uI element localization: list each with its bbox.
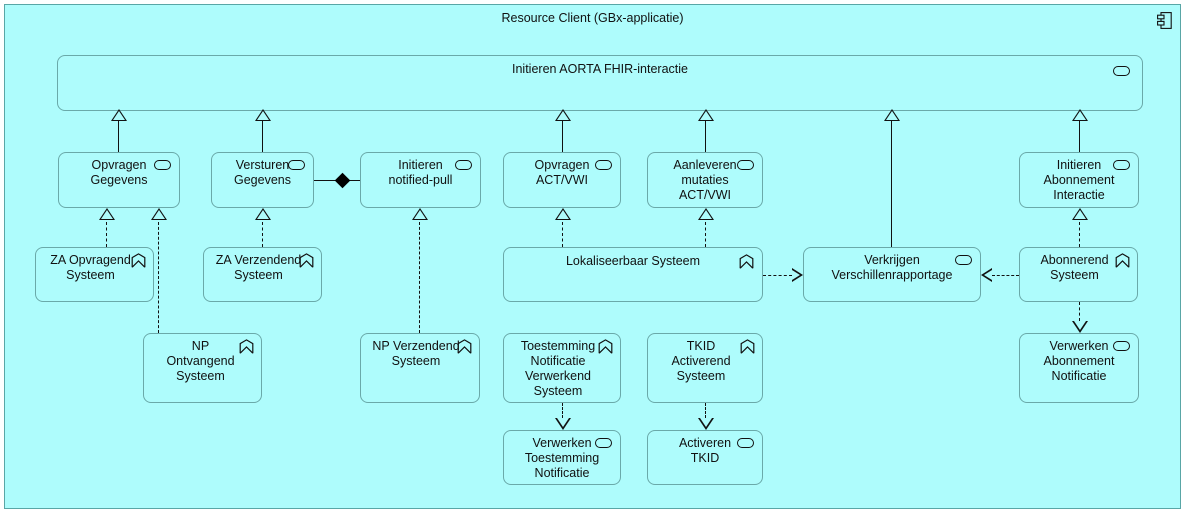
node-label: Opvragen ACT/VWI (534, 158, 590, 187)
role-np-ontvangend-systeem[interactable]: NP Ontvangend Systeem (143, 333, 262, 403)
page-title: Resource Client (GBx-applicatie) (501, 11, 684, 25)
application-service-icon (154, 160, 171, 170)
connector-versturen-gegevens-to-top (262, 120, 264, 152)
connector-opvragen-act-vwi-to-top (562, 120, 564, 152)
service-versturen-gegevens[interactable]: Versturen Gegevens (211, 152, 314, 208)
arrowhead-hollow-triangle-up (698, 109, 714, 121)
connector-abonnerend-to-initieren-abonnement (1079, 222, 1080, 247)
arrowhead-hollow-triangle-up (151, 208, 167, 220)
application-service-icon (288, 160, 305, 170)
service-verwerken-abonnement-notificatie[interactable]: Verwerken Abonnement Notificatie (1019, 333, 1139, 403)
application-service-icon (595, 160, 612, 170)
connector-initieren-abonnement-to-top (1079, 120, 1081, 152)
node-label: Activeren TKID (678, 436, 732, 465)
node-label: Aanleveren mutaties ACT/VWI (673, 158, 737, 202)
role-lokaliseerbaar-systeem[interactable]: Lokaliseerbaar Systeem (503, 247, 763, 302)
service-initieren-abonnement-interactie[interactable]: Initieren Abonnement Interactie (1019, 152, 1139, 208)
application-component-icon (1157, 12, 1172, 29)
node-label: NP Ontvangend Systeem (166, 339, 235, 383)
arrowhead-hollow-triangle-up (555, 109, 571, 121)
service-initieren-notified-pull[interactable]: Initieren notified-pull (360, 152, 481, 208)
connector-opvragen-gegevens-to-top (118, 120, 120, 152)
node-label: Verwerken Abonnement Notificatie (1043, 339, 1115, 383)
connector-np-verzendend-to-notified-pull (419, 222, 420, 333)
connector-lokaliseerbaar-to-verkrijgen (763, 275, 792, 276)
connector-za-opvragend-to-opvragen-gegevens (106, 222, 107, 247)
role-tkid-activerend-systeem[interactable]: TKID Activerend Systeem (647, 333, 763, 403)
connector-verkrijgen-verschillenrapportage-to-top (891, 120, 893, 247)
node-label: TKID Activerend Systeem (671, 339, 731, 383)
node-label: ZA Opvragend Systeem (50, 253, 131, 282)
application-service-icon (737, 160, 754, 170)
node-label: Lokaliseerbaar Systeem (565, 254, 701, 268)
connector-abonnerend-to-verwerken-abonnement (1079, 302, 1080, 321)
application-function-icon (1115, 253, 1130, 268)
connector-abonnerend-to-verkrijgen (992, 275, 1019, 276)
arrowhead-hollow-triangle-up (1072, 208, 1088, 220)
service-aanleveren-mutaties-act-vwi[interactable]: Aanleveren mutaties ACT/VWI (647, 152, 763, 208)
application-service-icon (595, 438, 612, 448)
node-label: Initieren notified-pull (388, 158, 453, 187)
role-toestemming-notificatie-verwerkend-systeem[interactable]: Toestemming Notificatie Verwerkend Syste… (503, 333, 621, 403)
service-activeren-tkid[interactable]: Activeren TKID (647, 430, 763, 485)
node-label: Versturen Gegevens (234, 158, 291, 187)
node-label: ZA Verzendend Systeem (215, 253, 302, 282)
role-np-verzendend-systeem[interactable]: NP Verzendend Systeem (360, 333, 480, 403)
role-abonnerend-systeem[interactable]: Abonnerend Systeem (1019, 247, 1138, 302)
connector-tkid-systeem-to-activeren-tkid (705, 403, 706, 418)
application-service-icon (1113, 66, 1130, 76)
service-verkrijgen-verschillenrapportage[interactable]: Verkrijgen Verschillenrapportage (803, 247, 981, 302)
node-label: Opvragen Gegevens (90, 158, 148, 187)
arrowhead-hollow-triangle-up (555, 208, 571, 220)
node-label: Toestemming Notificatie Verwerkend Syste… (520, 339, 596, 398)
application-function-icon (740, 339, 755, 354)
arrowhead-hollow-triangle-down (1072, 321, 1088, 333)
arrowhead-hollow-triangle-up (255, 208, 271, 220)
role-za-opvragend-systeem[interactable]: ZA Opvragend Systeem (35, 247, 154, 302)
application-service-icon (1113, 341, 1130, 351)
application-function-icon (739, 254, 754, 269)
application-function-icon (457, 339, 472, 354)
connector-np-ontvangend-to-opvragen-gegevens (158, 222, 159, 333)
connector-lokaliseerbaar-to-opvragen-act-vwi (562, 222, 563, 247)
arrowhead-hollow-triangle-up (111, 109, 127, 121)
arrowhead-hollow-triangle-right (792, 268, 803, 282)
arrowhead-hollow-triangle-up (412, 208, 428, 220)
node-label: Initieren Abonnement Interactie (1043, 158, 1115, 202)
arrowhead-hollow-triangle-up (255, 109, 271, 121)
service-opvragen-act-vwi[interactable]: Opvragen ACT/VWI (503, 152, 621, 208)
connector-za-verzendend-to-versturen-gegevens (262, 222, 263, 247)
application-function-icon (239, 339, 254, 354)
arrowhead-hollow-triangle-left (981, 268, 992, 282)
service-opvragen-gegevens[interactable]: Opvragen Gegevens (58, 152, 180, 208)
connector-lokaliseerbaar-to-aanleveren-mutaties (705, 222, 706, 247)
connector-aanleveren-mutaties-to-top (705, 120, 707, 152)
application-service-icon (455, 160, 472, 170)
application-function-icon (131, 253, 146, 268)
application-service-icon (955, 255, 972, 265)
service-initieren-aorta-fhir-interactie[interactable]: Initieren AORTA FHIR-interactie (57, 55, 1143, 111)
application-service-icon (737, 438, 754, 448)
node-label: NP Verzendend Systeem (372, 339, 460, 368)
application-function-icon (598, 339, 613, 354)
arrowhead-hollow-triangle-up (99, 208, 115, 220)
application-function-icon (299, 253, 314, 268)
connector-toestemming-systeem-to-verwerken-toestemming (562, 403, 563, 418)
node-label: Abonnerend Systeem (1040, 253, 1109, 282)
application-service-icon (1113, 160, 1130, 170)
service-verwerken-toestemming-notificatie[interactable]: Verwerken Toestemming Notificatie (503, 430, 621, 485)
arrowhead-hollow-triangle-up (1072, 109, 1088, 121)
role-za-verzendend-systeem[interactable]: ZA Verzendend Systeem (203, 247, 322, 302)
node-label: Initieren AORTA FHIR-interactie (512, 62, 688, 76)
arrowhead-hollow-triangle-down (555, 418, 571, 430)
node-label: Verwerken Toestemming Notificatie (524, 436, 600, 480)
arrowhead-hollow-triangle-up (884, 109, 900, 121)
node-label: Verkrijgen Verschillenrapportage (831, 253, 953, 282)
arrowhead-hollow-triangle-down (698, 418, 714, 430)
arrowhead-hollow-triangle-up (698, 208, 714, 220)
